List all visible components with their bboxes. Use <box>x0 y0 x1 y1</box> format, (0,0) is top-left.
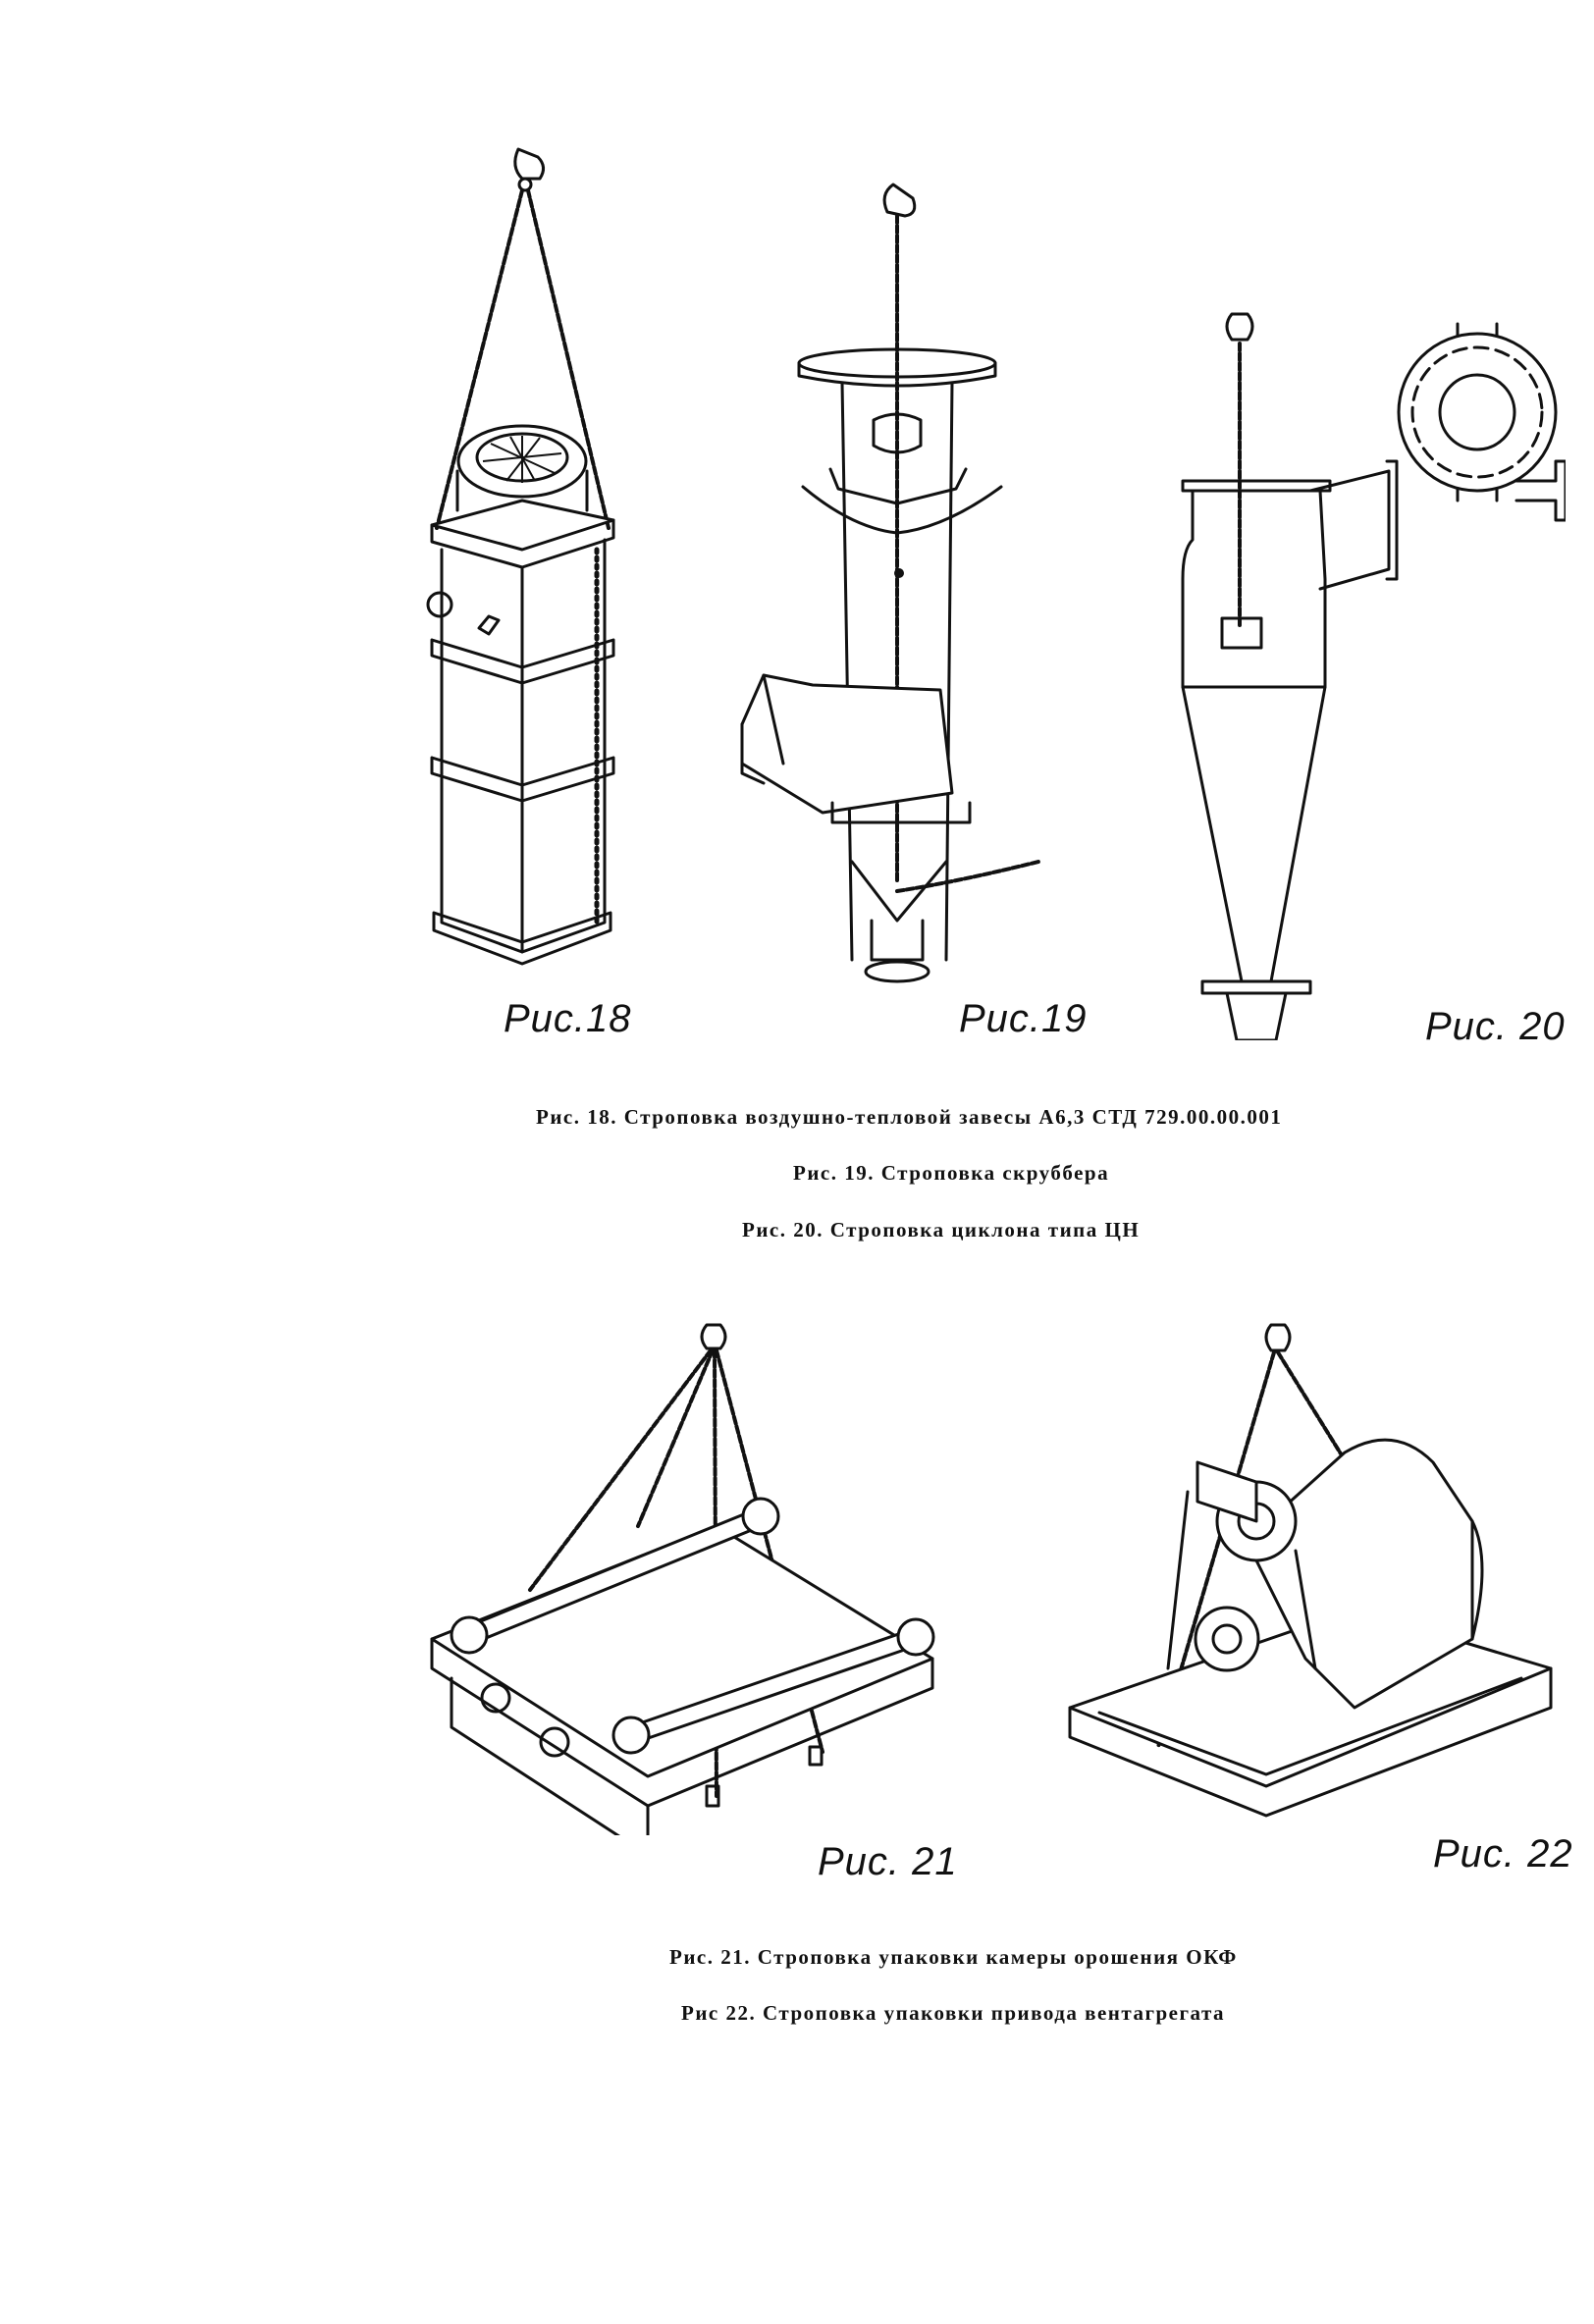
figure-18-drawing <box>412 137 638 991</box>
figure-22-label: Рис. 22 <box>1433 1832 1573 1875</box>
caption-21: Рис. 21. Строповка упаковки камеры ороше… <box>669 1945 1238 1969</box>
figure-21-drawing <box>422 1315 942 1835</box>
figure-22-drawing <box>1060 1315 1561 1865</box>
figure-19-label: Рис.19 <box>959 997 1088 1040</box>
caption-20: Рис. 20. Строповка циклона типа ЦН <box>742 1218 1141 1241</box>
figure-20-drawing <box>1163 294 1566 1040</box>
figure-21-label: Рис. 21 <box>818 1840 958 1883</box>
figure-19-drawing <box>724 175 1048 999</box>
caption-19: Рис. 19. Строповка скруббера <box>793 1161 1110 1185</box>
figure-20-label: Рис. 20 <box>1425 1005 1566 1048</box>
caption-22: Рис 22. Строповка упаковки привода вента… <box>681 2001 1226 2025</box>
figure-18-label: Рис.18 <box>504 997 632 1040</box>
caption-18: Рис. 18. Строповка воздушно-тепловой зав… <box>536 1105 1283 1129</box>
